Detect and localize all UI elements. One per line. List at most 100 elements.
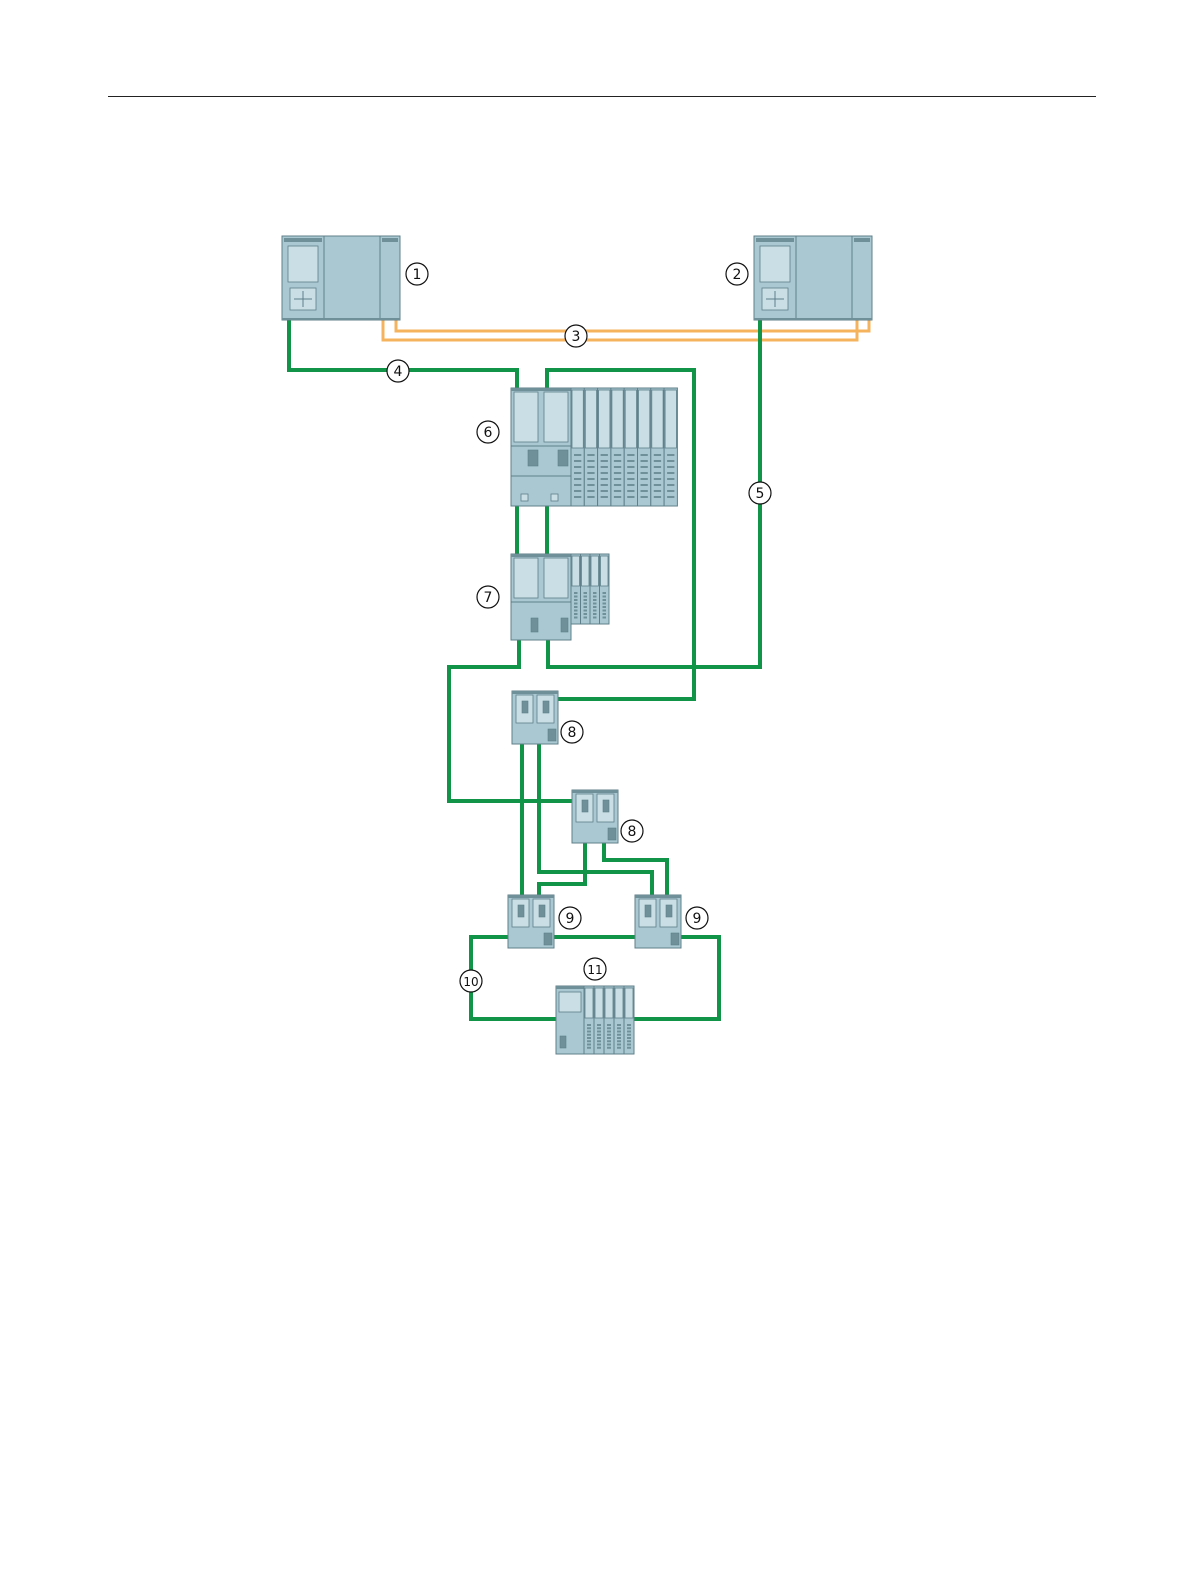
- io-terminal-row: [654, 484, 661, 486]
- callout-8a-label: 8: [568, 725, 577, 741]
- io-terminal-row: [617, 1031, 621, 1033]
- io-module-cover: [615, 988, 623, 1018]
- io-terminal-row: [607, 1024, 611, 1026]
- io-terminal-row: [603, 606, 607, 608]
- io-terminal-row: [574, 478, 581, 480]
- io-terminal-row: [614, 472, 621, 474]
- io-terminal-row: [574, 454, 581, 456]
- cpu-nav-icon: [290, 288, 316, 310]
- io-terminal-row: [654, 466, 661, 468]
- io-terminal-row: [587, 1044, 591, 1046]
- io-terminal-row: [607, 1037, 611, 1039]
- io-terminal-row: [627, 1031, 631, 1033]
- io-module-cover: [582, 556, 590, 586]
- callout-4: 4: [387, 360, 409, 382]
- io-terminal-row: [607, 1040, 611, 1042]
- io-terminal-row: [617, 1044, 621, 1046]
- io-terminal-row: [574, 466, 581, 468]
- io-terminal-row: [587, 1031, 591, 1033]
- io-terminal-row: [584, 596, 588, 598]
- io-terminal-row: [667, 460, 674, 462]
- callout-3: 3: [565, 325, 587, 347]
- callout-11-label: 11: [587, 963, 602, 977]
- io-terminal-row: [607, 1031, 611, 1033]
- io-terminal-row: [597, 1031, 601, 1033]
- io-terminal-row: [627, 460, 634, 462]
- callout-6-label: 6: [484, 425, 493, 441]
- io-module-cover: [585, 988, 593, 1018]
- cable-ring-left: [471, 937, 557, 1019]
- io-terminal-row: [584, 603, 588, 605]
- io-terminal-row: [603, 603, 607, 605]
- io-terminal-row: [593, 617, 597, 619]
- io-terminal-row: [607, 1034, 611, 1036]
- io-terminal-row: [641, 454, 648, 456]
- io-terminal-row: [584, 610, 588, 612]
- io-terminal-row: [601, 472, 608, 474]
- io-terminal-row: [654, 496, 661, 498]
- io-module-cover: [585, 390, 596, 448]
- switch-8b: [572, 790, 618, 843]
- io-terminal-row: [587, 1024, 591, 1026]
- io-terminal-row: [627, 1044, 631, 1046]
- io-terminal-row: [627, 466, 634, 468]
- io-terminal-row: [641, 478, 648, 480]
- io-terminal-row: [627, 472, 634, 474]
- io-terminal-row: [584, 606, 588, 608]
- io-module-cover: [605, 988, 613, 1018]
- io-terminal-row: [574, 599, 578, 601]
- sync-cables: [383, 320, 869, 340]
- io-terminal-row: [587, 496, 594, 498]
- io-terminal-row: [627, 1027, 631, 1029]
- io-terminal-row: [617, 1037, 621, 1039]
- io-modules-station-6: [571, 388, 677, 506]
- callout-7-label: 7: [484, 590, 493, 606]
- io-terminal-row: [597, 1027, 601, 1029]
- sync-cable-2: [396, 320, 869, 331]
- io-terminal-row: [667, 466, 674, 468]
- io-terminal-row: [587, 1040, 591, 1042]
- io-terminal-row: [593, 599, 597, 601]
- io-terminal-row: [641, 460, 648, 462]
- io-terminal-row: [601, 454, 608, 456]
- io-modules-station-7: [571, 554, 609, 624]
- io-terminal-row: [654, 460, 661, 462]
- io-terminal-row: [574, 484, 581, 486]
- io-terminal-row: [574, 496, 581, 498]
- callout-9a: 9: [559, 907, 581, 929]
- io-terminal-row: [641, 472, 648, 474]
- io-terminal-row: [574, 596, 578, 598]
- io-station-11: [556, 986, 634, 1054]
- switch-8a: [512, 691, 558, 744]
- switch-9a: [508, 895, 554, 948]
- io-terminal-row: [597, 1044, 601, 1046]
- io-terminal-row: [617, 1027, 621, 1029]
- io-terminal-row: [601, 496, 608, 498]
- io-terminal-row: [587, 460, 594, 462]
- io-terminal-row: [617, 1040, 621, 1042]
- io-terminal-row: [601, 484, 608, 486]
- io-terminal-row: [584, 617, 588, 619]
- io-terminal-row: [667, 478, 674, 480]
- io-terminal-row: [627, 1034, 631, 1036]
- io-terminal-row: [654, 472, 661, 474]
- io-terminal-row: [593, 596, 597, 598]
- io-terminal-row: [627, 490, 634, 492]
- io-terminal-row: [574, 472, 581, 474]
- io-terminal-row: [574, 592, 578, 594]
- io-terminal-row: [593, 592, 597, 594]
- callout-1-label: 1: [413, 267, 422, 283]
- io-terminal-row: [574, 460, 581, 462]
- io-terminal-row: [627, 1024, 631, 1026]
- callout-2-label: 2: [733, 267, 742, 283]
- callout-8b-label: 8: [628, 824, 637, 840]
- io-terminal-row: [587, 484, 594, 486]
- io-terminal-row: [667, 484, 674, 486]
- switch-9b: [635, 895, 681, 948]
- io-terminal-row: [667, 472, 674, 474]
- io-terminal-row: [587, 472, 594, 474]
- io-terminal-row: [614, 496, 621, 498]
- io-terminal-row: [603, 617, 607, 619]
- io-terminal-row: [574, 617, 578, 619]
- io-terminal-row: [614, 478, 621, 480]
